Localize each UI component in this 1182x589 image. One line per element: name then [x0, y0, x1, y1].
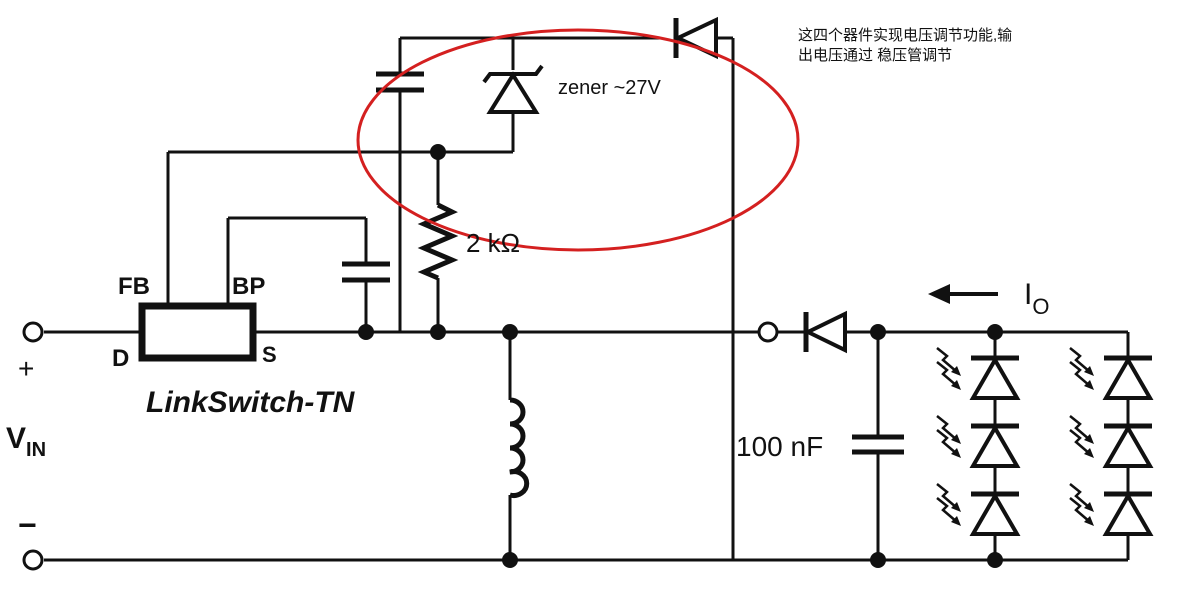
led-1-1 [969, 355, 1021, 400]
led-array [936, 347, 1154, 536]
zener-diode [482, 64, 544, 114]
vin-label: VIN [6, 422, 46, 461]
annotation-line-1: 这四个器件实现电压调节功能,输 [798, 27, 1012, 44]
resistor-2k [417, 202, 459, 281]
junction-inductor-top [502, 324, 518, 340]
light-emission-icon [936, 347, 961, 390]
junction-bp-cap [358, 324, 374, 340]
io-label: IO [1024, 278, 1049, 319]
light-emission-icon [1069, 415, 1094, 458]
led-2-3 [1102, 491, 1154, 536]
junction-led1-top [987, 324, 1003, 340]
junction-fb [430, 144, 446, 160]
resistor-label: 2 kΩ [466, 228, 520, 258]
inductor [509, 397, 530, 498]
junction-cap-bottom [870, 552, 886, 568]
light-emission-icon [1069, 347, 1094, 390]
s-pin-label: S [262, 342, 277, 367]
bp-capacitor [342, 261, 390, 283]
junction-led1-bottom [987, 552, 1003, 568]
led-2-1 [1102, 355, 1154, 400]
led-2-2 [1102, 423, 1154, 468]
zener-label: zener ~27V [558, 77, 662, 99]
minus-sign: − [18, 507, 37, 543]
light-emission-icon [936, 483, 961, 526]
light-emission-icon [1069, 483, 1094, 526]
junction-cap-top [870, 324, 886, 340]
plus-sign: + [18, 353, 34, 384]
output-cap-label: 100 nF [736, 431, 823, 462]
linkswitch-ic [138, 302, 257, 362]
annotation-line-2: 出电压通过 稳压管调节 [798, 47, 952, 64]
junction-dots [358, 144, 1003, 568]
annotation-ellipse [356, 28, 800, 252]
output-terminal [757, 321, 779, 343]
output-diode [803, 310, 847, 354]
vin-plus-terminal [22, 321, 44, 343]
wiring [44, 36, 1130, 562]
led-1-2 [969, 423, 1021, 468]
fb-pin-label: FB [118, 273, 150, 300]
ic-name-label: LinkSwitch-TN [146, 386, 356, 419]
light-emission-icon [936, 415, 961, 458]
junction-inductor-bottom [502, 552, 518, 568]
junction-resistor [430, 324, 446, 340]
d-pin-label: D [112, 345, 129, 372]
bp-pin-label: BP [232, 273, 265, 300]
vin-minus-terminal [22, 549, 44, 571]
left-arrow-icon [928, 284, 998, 304]
output-capacitor [852, 434, 904, 455]
led-1-3 [969, 491, 1021, 536]
